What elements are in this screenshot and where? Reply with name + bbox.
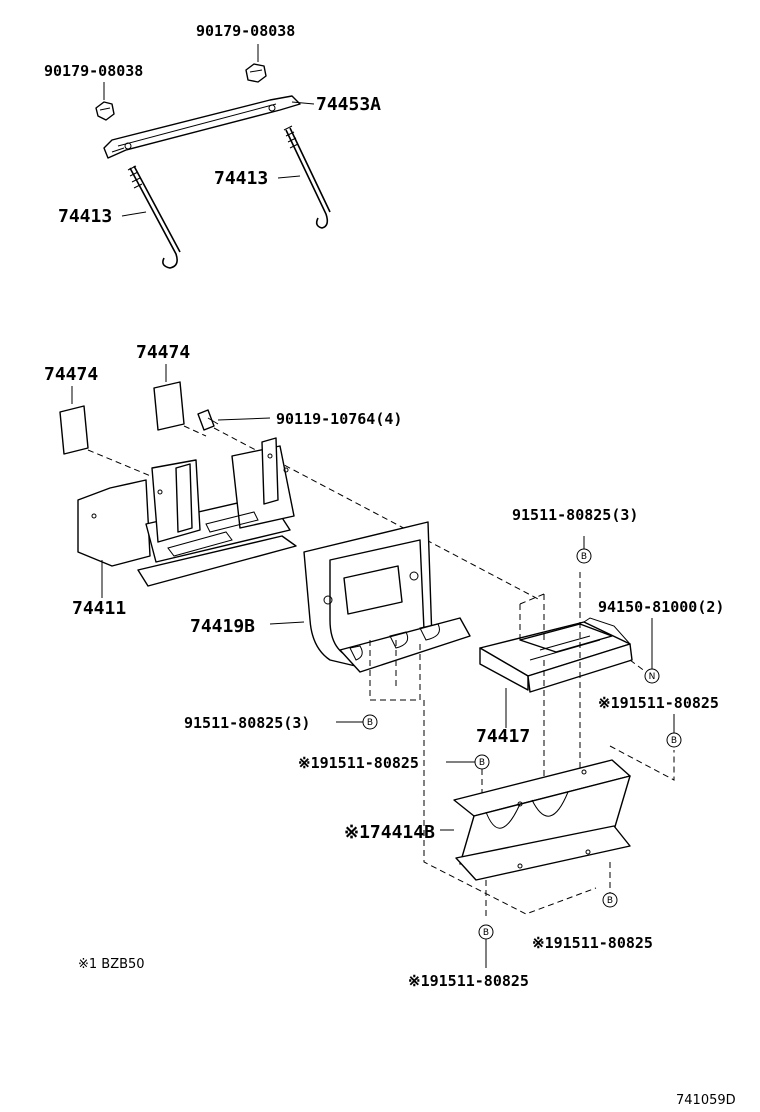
svg-text:B: B bbox=[479, 758, 485, 768]
label-90119: 90119-10764(4) bbox=[276, 410, 402, 428]
rod-left bbox=[127, 165, 181, 269]
bolt-90119 bbox=[197, 409, 219, 431]
label-x74414B: ※174414B bbox=[344, 822, 435, 843]
support-74414B bbox=[453, 759, 631, 881]
label-90179-left: 90179-08038 bbox=[44, 62, 143, 80]
label-x91511-br: ※191511-80825 bbox=[532, 934, 653, 952]
footnote: ※1 BZB50 bbox=[78, 957, 145, 972]
label-91511-3-left: 91511-80825(3) bbox=[184, 714, 310, 732]
label-x91511-bottom: ※191511-80825 bbox=[408, 972, 529, 990]
tray-74411 bbox=[77, 437, 297, 587]
label-74474-left: 74474 bbox=[44, 364, 98, 385]
label-x91511-right: ※191511-80825 bbox=[598, 694, 719, 712]
svg-text:B: B bbox=[671, 736, 677, 746]
badge-n: N bbox=[644, 668, 660, 684]
label-94150: 94150-81000(2) bbox=[598, 598, 724, 616]
nut-top bbox=[245, 63, 267, 83]
svg-text:N: N bbox=[649, 672, 656, 682]
svg-text:B: B bbox=[367, 718, 373, 728]
label-90179-top: 90179-08038 bbox=[196, 22, 295, 40]
label-91511-3-top: 91511-80825(3) bbox=[512, 506, 638, 524]
label-74453A: 74453A bbox=[316, 94, 381, 115]
bracket-74419B bbox=[303, 521, 471, 673]
svg-text:B: B bbox=[581, 552, 587, 562]
rod-right bbox=[283, 125, 331, 229]
badge-b-bottom: B bbox=[478, 924, 494, 940]
label-74417: 74417 bbox=[476, 726, 530, 747]
badge-b-left: B bbox=[362, 714, 378, 730]
svg-text:B: B bbox=[483, 928, 489, 938]
badge-b-top: B bbox=[576, 548, 592, 564]
diagram-code: 741059D bbox=[676, 1093, 736, 1108]
label-74411: 74411 bbox=[72, 598, 126, 619]
pad-left bbox=[59, 405, 89, 455]
badge-b-br: B bbox=[602, 892, 618, 908]
badge-b-mid: B bbox=[474, 754, 490, 770]
pad-right bbox=[153, 381, 185, 431]
clamp-74453A bbox=[103, 95, 301, 159]
label-74413-right: 74413 bbox=[214, 168, 268, 189]
svg-text:B: B bbox=[607, 896, 613, 906]
nut-left bbox=[95, 101, 115, 121]
holder-74417 bbox=[479, 617, 633, 693]
label-x91511-mid: ※191511-80825 bbox=[298, 754, 419, 772]
badge-b-right: B bbox=[666, 732, 682, 748]
label-74419B: 74419B bbox=[190, 616, 255, 637]
label-74413-left: 74413 bbox=[58, 206, 112, 227]
label-74474-right: 74474 bbox=[136, 342, 190, 363]
